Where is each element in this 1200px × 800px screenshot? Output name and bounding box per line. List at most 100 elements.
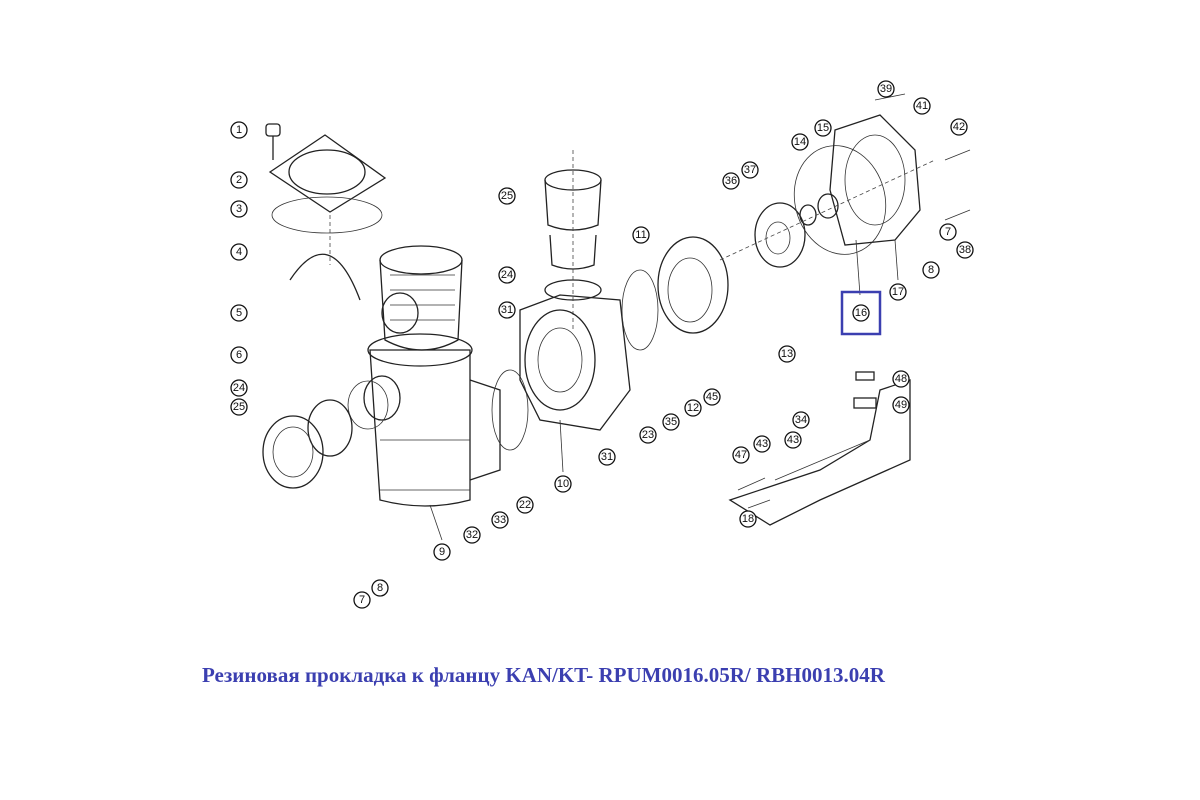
label-number: 24 [233, 382, 245, 394]
part-label-43: 43 [753, 435, 771, 453]
label-circle [230, 171, 248, 189]
label-circle [732, 446, 750, 464]
label-circle [684, 399, 702, 417]
label-circle [632, 226, 650, 244]
part-label-15: 15 [814, 119, 832, 137]
part-label-7: 7 [353, 591, 371, 609]
label-circle [791, 133, 809, 151]
part-label-25: 25 [498, 187, 516, 205]
part-label-42: 42 [950, 118, 968, 136]
label-number: 41 [916, 100, 928, 112]
label-circle [889, 283, 907, 301]
part-label-8: 8 [922, 261, 940, 279]
label-number: 8 [928, 264, 934, 276]
label-circle [491, 511, 509, 529]
label-circle [433, 543, 451, 561]
part-label-37: 37 [741, 161, 759, 179]
label-circle [950, 118, 968, 136]
label-circle [778, 345, 796, 363]
label-circle [892, 370, 910, 388]
label-number: 33 [494, 514, 506, 526]
part-label-6: 6 [230, 346, 248, 364]
part-label-25: 25 [230, 398, 248, 416]
part-label-45: 45 [703, 388, 721, 406]
label-circle [230, 398, 248, 416]
label-circle [739, 510, 757, 528]
caption-title: Резиновая прокладка к фланцу KAN/KT- RPU… [202, 663, 885, 687]
label-number: 16 [855, 307, 867, 319]
part-label-8: 8 [371, 579, 389, 597]
label-circle [230, 243, 248, 261]
part-label-9: 9 [433, 543, 451, 561]
part-label-48: 48 [892, 370, 910, 388]
part-label-41: 41 [913, 97, 931, 115]
label-number: 45 [706, 391, 718, 403]
part-label-14: 14 [791, 133, 809, 151]
part-label-3: 3 [230, 200, 248, 218]
part-label-49: 49 [892, 396, 910, 414]
label-circle [784, 431, 802, 449]
label-circle [922, 261, 940, 279]
part-label-39: 39 [877, 80, 895, 98]
label-circle [852, 304, 870, 322]
label-circle [230, 379, 248, 397]
part-label-13: 13 [778, 345, 796, 363]
label-number: 18 [742, 513, 754, 525]
part-label-43: 43 [784, 431, 802, 449]
part-label-1: 1 [230, 121, 248, 139]
part-label-10: 10 [554, 475, 572, 493]
label-circle [463, 526, 481, 544]
label-number: 10 [557, 478, 569, 490]
label-number: 35 [665, 416, 677, 428]
label-number: 36 [725, 175, 737, 187]
label-number: 48 [895, 373, 907, 385]
label-number: 8 [377, 582, 383, 594]
label-circle [939, 223, 957, 241]
label-number: 17 [892, 286, 904, 298]
highlight-box-part-16 [840, 290, 882, 336]
label-number: 32 [466, 529, 478, 541]
label-circle [230, 304, 248, 322]
label-number: 7 [359, 594, 365, 606]
part-label-33: 33 [491, 511, 509, 529]
label-number: 22 [519, 499, 531, 511]
label-circle [722, 172, 740, 190]
label-number: 47 [735, 449, 747, 461]
part-label-34: 34 [792, 411, 810, 429]
label-number: 13 [781, 348, 793, 360]
label-number: 25 [233, 401, 245, 413]
label-number: 31 [501, 304, 513, 316]
label-number: 4 [236, 246, 242, 258]
label-circle [353, 591, 371, 609]
label-circle [753, 435, 771, 453]
part-label-22: 22 [516, 496, 534, 514]
label-number: 11 [635, 229, 646, 241]
label-number: 3 [236, 203, 242, 215]
label-circle [913, 97, 931, 115]
label-circle [230, 121, 248, 139]
label-number: 2 [236, 174, 242, 186]
label-circle [741, 161, 759, 179]
part-label-32: 32 [463, 526, 481, 544]
label-circle [498, 266, 516, 284]
label-number: 38 [959, 244, 971, 256]
label-circle [703, 388, 721, 406]
part-label-4: 4 [230, 243, 248, 261]
label-number: 42 [953, 121, 965, 133]
label-circle [371, 579, 389, 597]
part-label-7: 7 [939, 223, 957, 241]
label-number: 39 [880, 83, 892, 95]
part-label-5: 5 [230, 304, 248, 322]
part-label-47: 47 [732, 446, 750, 464]
label-number: 34 [795, 414, 807, 426]
label-number: 1 [236, 124, 242, 136]
label-number: 5 [236, 307, 242, 319]
label-number: 23 [642, 429, 654, 441]
label-circle [892, 396, 910, 414]
label-number: 43 [756, 438, 768, 450]
label-circle [498, 301, 516, 319]
part-label-16: 16 [852, 304, 870, 322]
part-label-36: 36 [722, 172, 740, 190]
label-circle [598, 448, 616, 466]
